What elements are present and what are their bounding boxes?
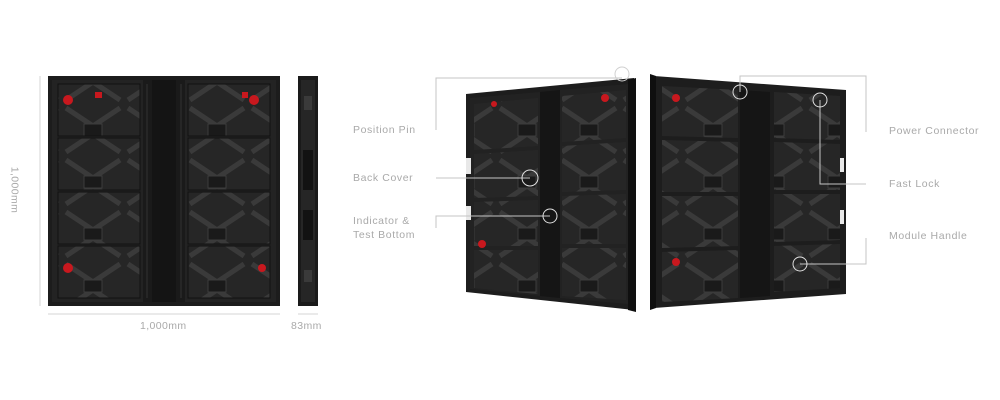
- callout-indicator-line1: Indicator &: [353, 215, 410, 227]
- cabinet-back-view: [48, 76, 280, 306]
- callout-power-connector: Power Connector: [889, 125, 980, 137]
- cabinet-angled-view-left: [466, 78, 636, 312]
- cabinet-angled-view-right: [650, 74, 846, 310]
- width-dimension-label: 1,000mm: [140, 320, 187, 332]
- callout-leaders: [435, 66, 867, 272]
- callout-indicator-line2: Test Bottom: [353, 229, 416, 241]
- callout-back-cover: Back Cover: [353, 172, 414, 184]
- depth-dimension-label: 83mm: [291, 320, 322, 332]
- height-dimension-label: 1,000mm: [8, 166, 21, 214]
- callout-position-pin: Position Pin: [353, 124, 416, 136]
- cabinet-side-view: [298, 76, 318, 306]
- callout-module-handle: Module Handle: [889, 230, 968, 242]
- callout-fast-lock: Fast Lock: [889, 178, 940, 190]
